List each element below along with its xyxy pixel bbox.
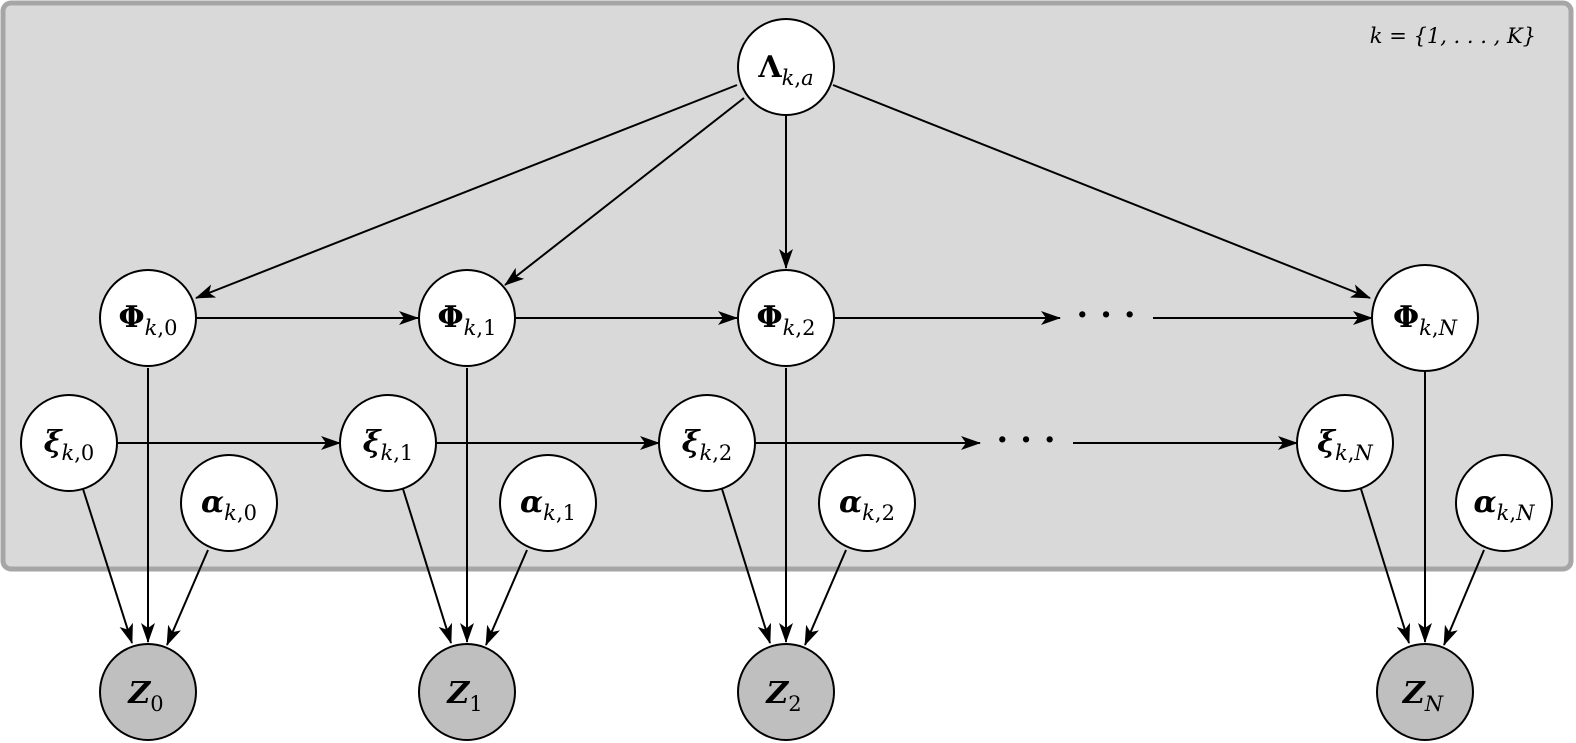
node-xiN-circle (1296, 394, 1394, 492)
node-xiN-label: ξk,N (1317, 425, 1373, 465)
node-alpha1: αk,1 (499, 454, 597, 552)
node-xi1-circle (339, 394, 437, 492)
node-phiN: Φk,N (1371, 264, 1479, 372)
edge-alpha0-z0 (166, 549, 209, 646)
edge-xiN-zN (1360, 488, 1411, 644)
ellipsis-xi-row: · · · (996, 420, 1055, 460)
node-alpha0-circle (180, 454, 278, 552)
node-alpha2-label: αk,2 (839, 485, 895, 525)
node-xi2-circle (658, 394, 756, 492)
node-lambda: Λk,a (737, 18, 835, 116)
node-alpha1-circle (499, 454, 597, 552)
node-phi1-label: Φk,1 (438, 300, 497, 340)
edge-xi2-z2 (721, 488, 772, 644)
node-alpha0-label: αk,0 (201, 485, 257, 525)
node-xi0-circle (20, 394, 118, 492)
node-phi2-label: Φk,2 (757, 300, 816, 340)
node-zN-circle (1376, 643, 1474, 741)
edge-alpha1-z1 (485, 549, 528, 646)
node-xi1-label: ξk,1 (363, 425, 414, 465)
node-alpha2-circle (818, 454, 916, 552)
node-alpha0: αk,0 (180, 454, 278, 552)
node-z0-circle (99, 643, 197, 741)
node-z1: Z1 (418, 643, 516, 741)
node-alpha1-label: αk,1 (520, 485, 576, 525)
edge-lambda-phi0 (195, 84, 738, 299)
node-phi1: Φk,1 (418, 269, 516, 367)
edge-xi0-z0 (82, 488, 133, 644)
edge-alpha2-z2 (804, 549, 847, 646)
edge-alphaN-zN (1443, 549, 1485, 646)
node-alphaN: αk,N (1455, 454, 1553, 552)
node-z1-label: Z1 (446, 676, 482, 716)
node-phi0: Φk,0 (99, 269, 197, 367)
node-alpha2: αk,2 (818, 454, 916, 552)
ellipsis-phi-row: · · · (1076, 295, 1135, 335)
node-phiN-circle (1371, 264, 1479, 372)
node-alphaN-label: αk,N (1474, 485, 1536, 525)
node-xi1: ξk,1 (339, 394, 437, 492)
node-z1-circle (418, 643, 516, 741)
node-xi0-label: ξk,0 (44, 425, 95, 465)
node-z0-label: Z0 (127, 676, 163, 716)
node-xi2: ξk,2 (658, 394, 756, 492)
edges (82, 84, 1485, 646)
node-z2-circle (737, 643, 835, 741)
node-phi1-circle (418, 269, 516, 367)
node-phi0-label: Φk,0 (119, 300, 178, 340)
node-xi2-label: ξk,2 (682, 425, 733, 465)
plate-label: k = {1, . . . , K} (1370, 24, 1536, 48)
node-phi2: Φk,2 (737, 269, 835, 367)
node-lambda-label: Λk,a (757, 50, 813, 90)
node-xi0: ξk,0 (20, 394, 118, 492)
node-phi0-circle (99, 269, 197, 367)
node-phi2-circle (737, 269, 835, 367)
edge-lambda-phi1 (504, 97, 745, 286)
node-lambda-circle (737, 18, 835, 116)
edge-lambda-phiN (832, 84, 1371, 299)
edge-xi1-z1 (402, 488, 453, 644)
node-z2-label: Z2 (765, 676, 801, 716)
node-xiN: ξk,N (1296, 394, 1394, 492)
node-z2: Z2 (737, 643, 835, 741)
node-zN-label: ZN (1402, 676, 1444, 716)
node-zN: ZN (1376, 643, 1474, 741)
node-phiN-label: Φk,N (1393, 300, 1458, 340)
node-z0: Z0 (99, 643, 197, 741)
node-alphaN-circle (1455, 454, 1553, 552)
